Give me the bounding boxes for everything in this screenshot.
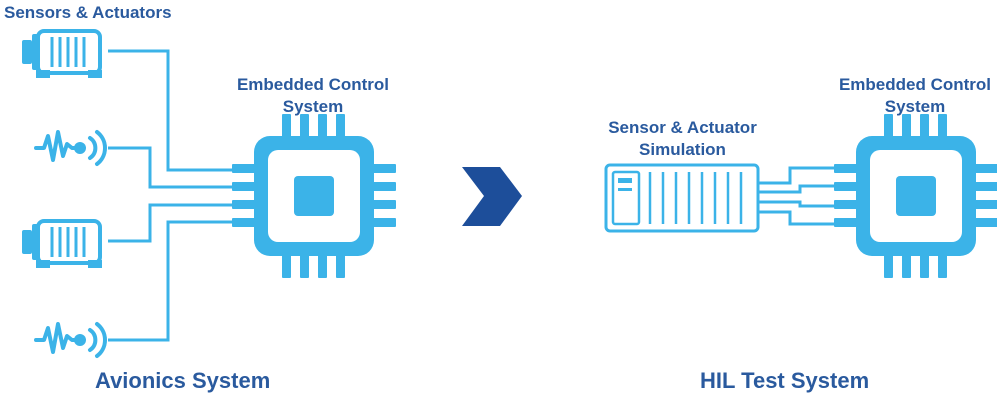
simulation-label: Sensor & Actuator Simulation (585, 117, 780, 161)
right-chip-icon (834, 114, 997, 278)
right-controller-label-line2: System (884, 97, 946, 116)
simulation-label-line2: Simulation (639, 140, 726, 159)
chevron-right-icon (462, 167, 522, 226)
wire-motor-1 (108, 49, 238, 172)
right-controller-label: Embedded Control System (820, 74, 997, 118)
left-chip-icon (232, 114, 396, 278)
sensor-wave-icon (34, 322, 107, 358)
hil-test-system-caption: HIL Test System (700, 368, 870, 393)
wire-sim-4 (758, 210, 842, 226)
avionics-system-caption: Avionics System (95, 368, 271, 393)
motor-icon (20, 29, 104, 80)
right-controller-label-line1: Embedded Control (838, 75, 992, 94)
wire-sim-1 (758, 166, 842, 185)
simulation-rack-icon (604, 163, 760, 233)
wire-sensor-1 (108, 146, 238, 189)
wire-motor-2 (108, 203, 238, 243)
simulation-label-line1: Sensor & Actuator (608, 118, 757, 137)
wire-sensor-2 (108, 220, 238, 342)
left-wiring (108, 49, 238, 342)
left-controller-label-line2: System (282, 97, 344, 116)
left-controller-label-line1: Embedded Control (236, 75, 390, 94)
right-wiring (758, 166, 842, 226)
sensor-wave-icon (34, 130, 107, 166)
sensors-actuators-label: Sensors & Actuators (4, 3, 172, 22)
motor-icon (20, 219, 104, 270)
left-controller-label: Embedded Control System (218, 74, 408, 118)
wire-sim-2 (758, 184, 842, 194)
wire-sim-3 (758, 200, 842, 208)
